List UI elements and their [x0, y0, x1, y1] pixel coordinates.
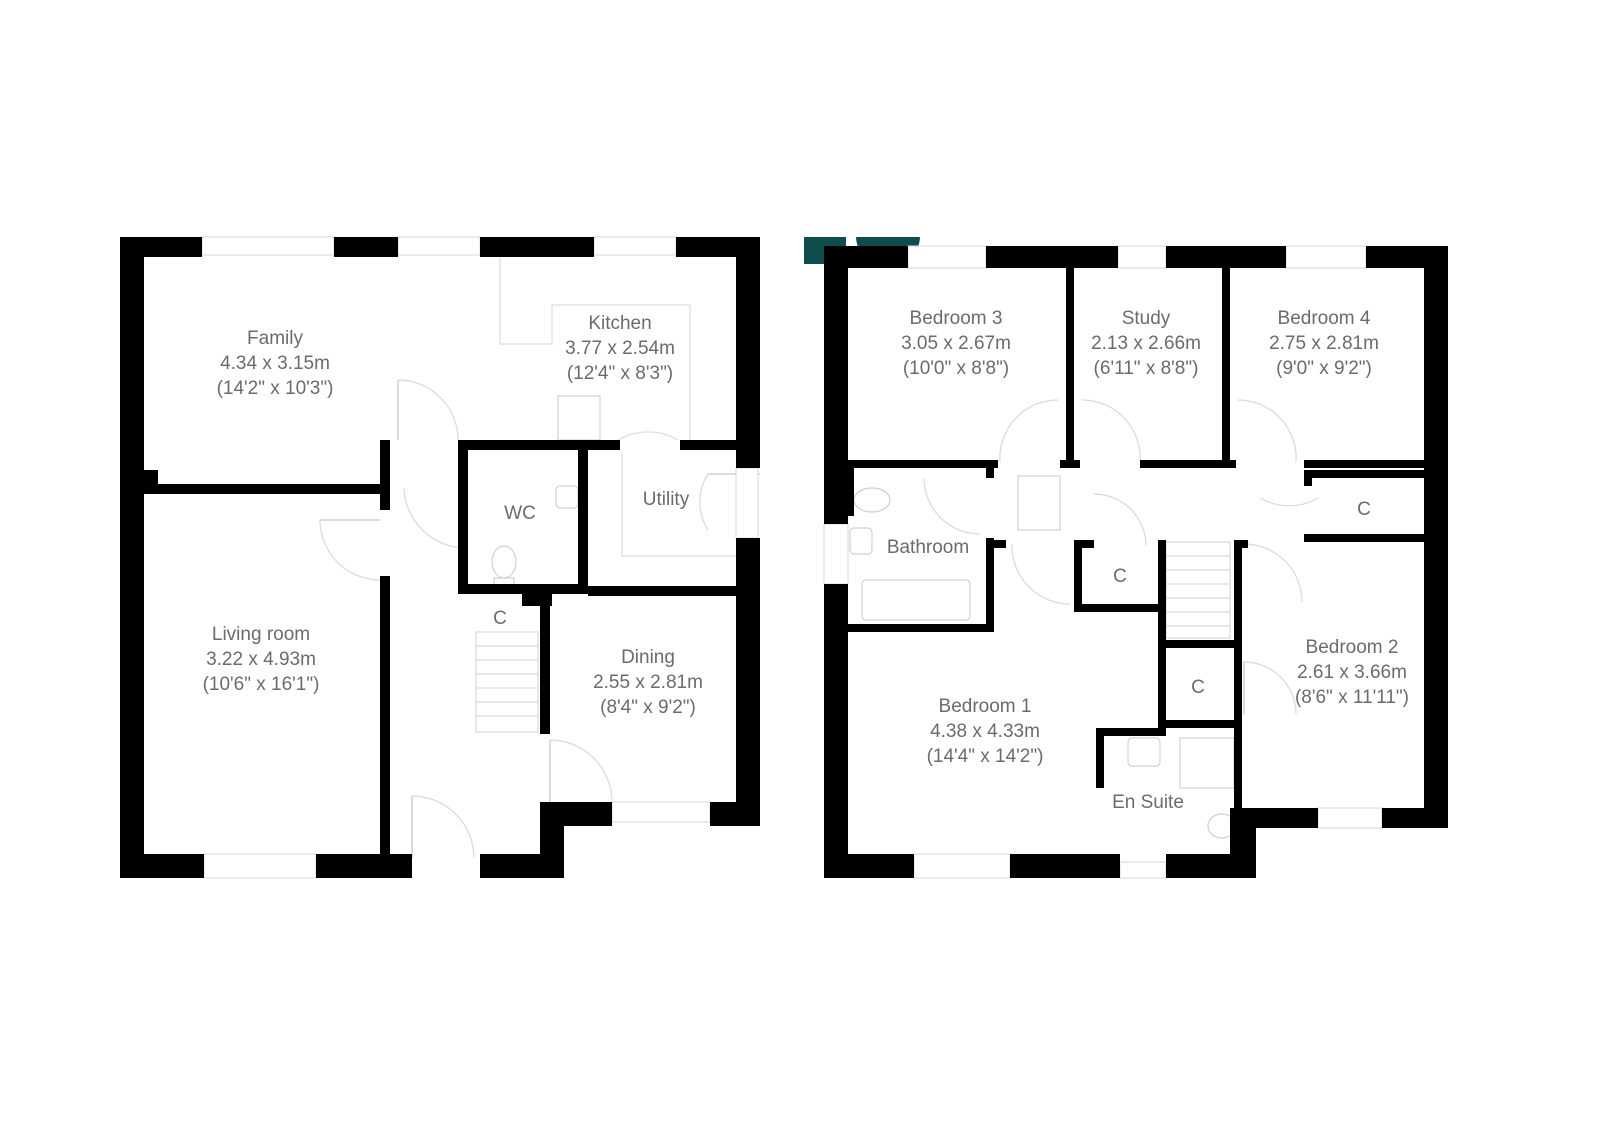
dining-name: Dining: [621, 647, 675, 668]
bedroom2-name: Bedroom 2: [1306, 637, 1399, 658]
room-bedroom1: Bedroom 1 4.38 x 4.33m (14'4" x 14'2"): [927, 696, 1044, 767]
ground-floor-stairs: [475, 631, 539, 733]
bedroom4-cupboard-label: C: [1357, 499, 1371, 520]
room-living: Living room 3.22 x 4.93m (10'6" x 16'1"): [203, 624, 320, 695]
room-cupboard-landing: C: [1113, 566, 1127, 587]
kitchen-name: Kitchen: [588, 313, 651, 334]
bedroom3-metric: 3.05 x 2.67m: [901, 333, 1011, 354]
room-ensuite: En Suite: [1112, 792, 1184, 813]
room-cupboard-stairs: C: [1191, 677, 1205, 698]
bedroom4-metric: 2.75 x 2.81m: [1269, 333, 1379, 354]
living-imperial: (10'6" x 16'1"): [203, 674, 320, 695]
room-wc: WC: [504, 503, 536, 524]
wc-name: WC: [504, 503, 536, 524]
room-cupboard-bedroom4: C: [1357, 499, 1371, 520]
room-bedroom3: Bedroom 3 3.05 x 2.67m (10'0" x 8'8"): [901, 308, 1011, 379]
room-bedroom4: Bedroom 4 2.75 x 2.81m (9'0" x 9'2"): [1269, 308, 1379, 379]
study-imperial: (6'11" x 8'8"): [1094, 358, 1199, 379]
ground-floor-plan: Family 4.34 x 3.15m (14'2" x 10'3") Kitc…: [120, 236, 760, 879]
bedroom1-name: Bedroom 1: [939, 696, 1032, 717]
study-metric: 2.13 x 2.66m: [1091, 333, 1201, 354]
bedroom3-name: Bedroom 3: [910, 308, 1003, 329]
bedroom2-metric: 2.61 x 3.66m: [1297, 662, 1407, 683]
kitchen-metric: 3.77 x 2.54m: [565, 338, 675, 359]
ground-cupboard-label: C: [493, 608, 507, 629]
bedroom4-imperial: (9'0" x 9'2"): [1276, 358, 1372, 379]
bedroom2-imperial: (8'6" x 11'11"): [1295, 687, 1409, 708]
room-utility: Utility: [643, 489, 690, 510]
ground-floor-windows: [201, 236, 759, 879]
first-floor-stairs: [1165, 541, 1231, 639]
bathroom-name: Bathroom: [887, 537, 969, 558]
room-study: Study 2.13 x 2.66m (6'11" x 8'8"): [1091, 308, 1201, 379]
bedroom3-imperial: (10'0" x 8'8"): [903, 358, 1009, 379]
first-floor-walls: [824, 246, 1448, 878]
family-metric: 4.34 x 3.15m: [220, 353, 330, 374]
room-dining: Dining 2.55 x 2.81m (8'4" x 9'2"): [593, 647, 703, 718]
family-imperial: (14'2" x 10'3"): [217, 378, 334, 399]
ensuite-name: En Suite: [1112, 792, 1184, 813]
room-family: Family 4.34 x 3.15m (14'2" x 10'3"): [217, 328, 334, 399]
room-bathroom: Bathroom: [887, 537, 969, 558]
study-name: Study: [1122, 308, 1171, 329]
first-floor-fixtures: [849, 399, 1319, 839]
living-name: Living room: [212, 624, 310, 645]
stairs-cupboard-label: C: [1191, 677, 1205, 698]
dining-metric: 2.55 x 2.81m: [593, 672, 703, 693]
utility-name: Utility: [643, 489, 690, 510]
dining-imperial: (8'4" x 9'2"): [600, 697, 696, 718]
room-bedroom2: Bedroom 2 2.61 x 3.66m (8'6" x 11'11"): [1295, 637, 1409, 708]
landing-cupboard-label: C: [1113, 566, 1127, 587]
bedroom4-name: Bedroom 4: [1278, 308, 1371, 329]
first-floor-plan: Bedroom 3 3.05 x 2.67m (10'0" x 8'8") St…: [804, 237, 1448, 879]
room-cupboard-ground: C: [493, 608, 507, 629]
kitchen-imperial: (12'4" x 8'3"): [567, 363, 673, 384]
bedroom1-metric: 4.38 x 4.33m: [930, 721, 1040, 742]
room-kitchen: Kitchen 3.77 x 2.54m (12'4" x 8'3"): [565, 313, 675, 384]
ground-floor-walls: [120, 237, 760, 878]
family-name: Family: [247, 328, 303, 349]
bedroom1-imperial: (14'4" x 14'2"): [927, 746, 1044, 767]
living-metric: 3.22 x 4.93m: [206, 649, 316, 670]
